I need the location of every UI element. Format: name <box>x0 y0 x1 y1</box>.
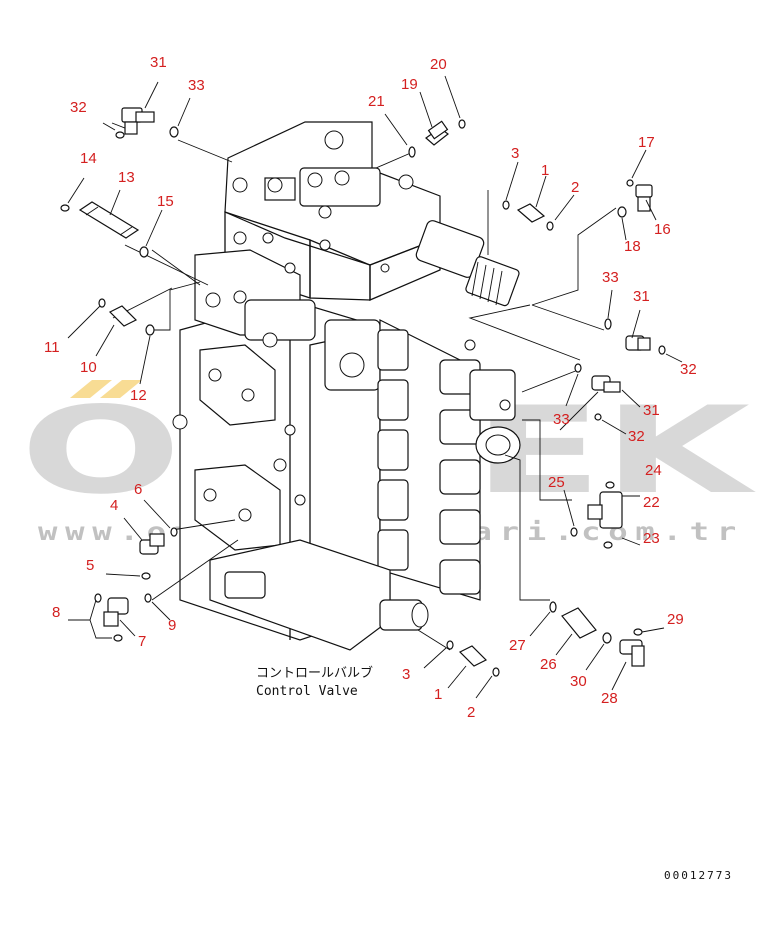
callout-numbers: 31 33 32 21 19 20 14 13 15 3 1 2 17 16 1… <box>44 54 697 721</box>
callout-32: 32 <box>70 99 87 116</box>
callout-23: 23 <box>643 530 660 547</box>
o-ring-24 <box>605 481 615 489</box>
o-ring-8-lower <box>113 634 123 642</box>
o-ring-33-right <box>604 318 612 330</box>
callout-13: 13 <box>118 169 135 186</box>
o-ring-29 <box>633 628 643 636</box>
fitting-10 <box>108 305 138 327</box>
callout-18: 18 <box>624 238 641 255</box>
callout-7: 7 <box>138 633 146 650</box>
fitting-1-bottom <box>458 645 488 667</box>
callout-31-lower: 31 <box>643 402 660 419</box>
o-ring-18 <box>617 206 627 218</box>
o-ring-15 <box>139 246 149 258</box>
elbow-fitting-31-right <box>625 335 651 351</box>
callout-14: 14 <box>80 150 97 167</box>
o-ring-6 <box>170 527 178 537</box>
fittings <box>60 107 666 677</box>
callout-33-right: 33 <box>602 269 619 286</box>
callout-20: 20 <box>430 56 447 73</box>
o-ring-32-right <box>658 345 666 355</box>
o-ring-2-top <box>546 221 554 231</box>
callout-29: 29 <box>667 611 684 628</box>
elbow-fitting-4 <box>139 533 165 555</box>
o-ring-33-top-left <box>169 126 179 138</box>
callout-3-bottom: 3 <box>402 666 410 683</box>
o-ring-27 <box>549 601 557 613</box>
o-ring-2-bottom <box>492 667 500 677</box>
tee-fitting-22 <box>587 491 623 529</box>
callout-1-bottom: 1 <box>434 686 442 703</box>
o-ring-9 <box>144 593 152 603</box>
spool-bank <box>377 329 521 595</box>
o-ring-32-top-left <box>115 131 125 139</box>
assembly-label-jp: コントロールバルブ <box>256 665 373 681</box>
callout-31-right: 31 <box>633 288 650 305</box>
callout-2-bottom: 2 <box>467 704 475 721</box>
callout-25: 25 <box>548 474 565 491</box>
fitting-26 <box>561 607 597 639</box>
pipe-13 <box>78 201 140 239</box>
callout-10: 10 <box>80 359 97 376</box>
o-ring-30 <box>602 632 612 644</box>
o-ring-20 <box>458 119 466 129</box>
o-ring-11 <box>98 298 106 308</box>
o-ring-23 <box>603 541 613 549</box>
callout-31: 31 <box>150 54 167 71</box>
fitting-19 <box>425 120 449 146</box>
elbow-fitting-16 <box>635 184 653 212</box>
document-number: 00012773 <box>664 869 733 882</box>
leader-lines <box>111 122 641 651</box>
callout-11: 11 <box>44 339 60 356</box>
o-ring-21 <box>408 146 416 158</box>
top-spool <box>415 220 520 307</box>
callout-19: 19 <box>401 76 418 93</box>
callout-32-lower: 32 <box>628 428 645 445</box>
callout-1-top: 1 <box>541 162 549 179</box>
callout-22: 22 <box>643 494 660 511</box>
callout-9: 9 <box>168 617 176 634</box>
elbow-fitting-31-top-left <box>121 107 155 135</box>
callout-30: 30 <box>570 673 587 690</box>
callout-2-top: 2 <box>571 179 579 196</box>
assembly-label-en: Control Valve <box>256 684 358 699</box>
callout-6: 6 <box>134 481 142 498</box>
control-valve-body <box>172 121 521 651</box>
callout-5: 5 <box>86 557 94 574</box>
callout-33-lower: 33 <box>553 411 570 428</box>
o-ring-17 <box>626 179 634 187</box>
callout-17: 17 <box>638 134 655 151</box>
o-ring-14 <box>60 204 70 212</box>
o-ring-3-top <box>502 200 510 210</box>
callout-33: 33 <box>188 77 205 94</box>
o-ring-3-bottom <box>446 640 454 650</box>
callout-15: 15 <box>157 193 174 210</box>
o-ring-5 <box>141 572 151 580</box>
callout-3-top: 3 <box>511 145 519 162</box>
assembly-caption: コントロールバルブ Control Valve <box>256 665 373 699</box>
callout-27: 27 <box>509 637 526 654</box>
fitting-1-top <box>516 203 546 223</box>
callout-24: 24 <box>645 462 662 479</box>
fitting-31-lower-right <box>591 375 621 393</box>
callout-leaders <box>67 75 683 699</box>
callout-28: 28 <box>601 690 618 707</box>
o-ring-32-lower-right <box>594 413 602 421</box>
o-ring-33-lower-right <box>574 363 582 373</box>
callout-32-right: 32 <box>680 361 697 378</box>
callout-12: 12 <box>130 387 147 404</box>
o-ring-8-upper <box>94 593 102 603</box>
o-ring-12 <box>145 324 155 336</box>
callout-21: 21 <box>368 93 385 110</box>
callout-4: 4 <box>110 497 118 514</box>
elbow-fitting-7 <box>103 597 129 627</box>
callout-8: 8 <box>52 604 60 621</box>
callout-16: 16 <box>654 221 671 238</box>
o-ring-25 <box>570 527 578 537</box>
elbow-fitting-28 <box>619 639 645 667</box>
callout-26: 26 <box>540 656 557 673</box>
